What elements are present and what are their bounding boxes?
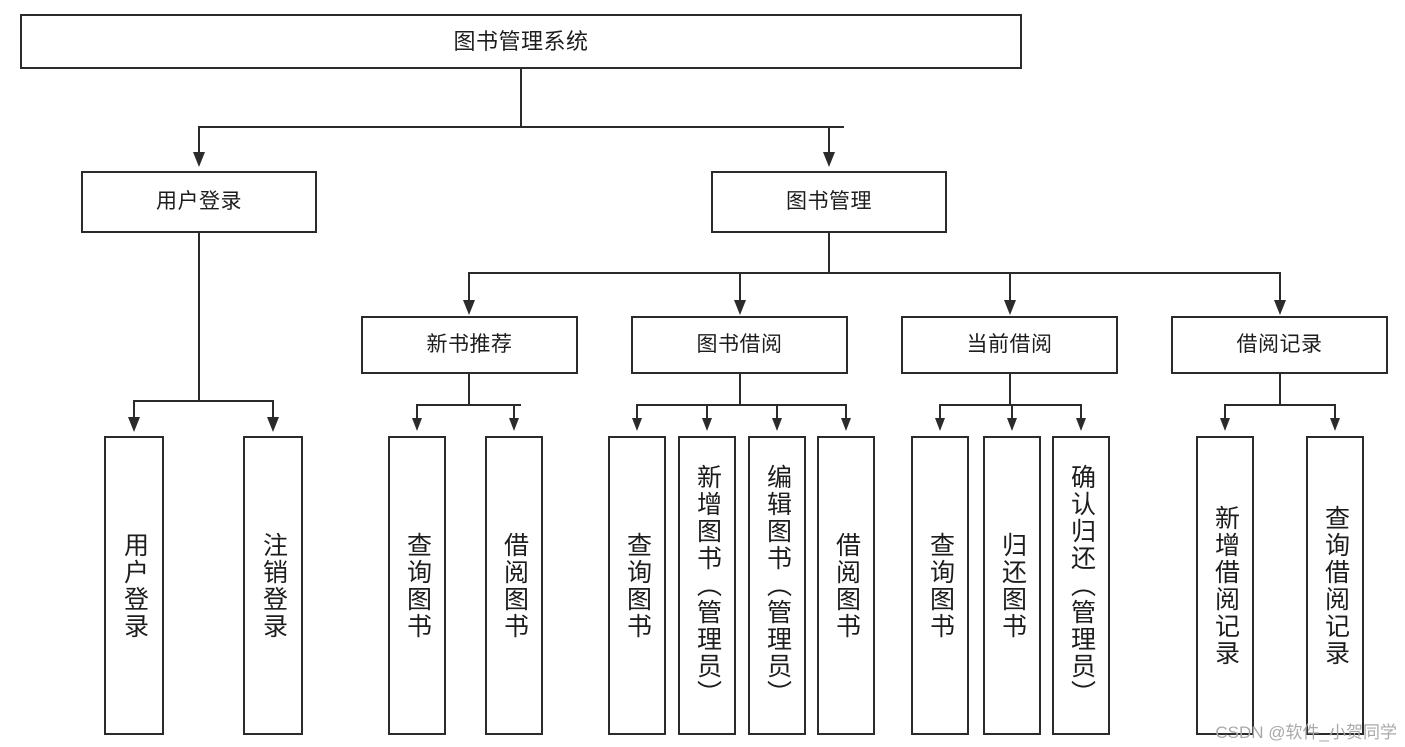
arrow-to-leaf-edit-book-admin: [772, 418, 782, 431]
node-label: 图书管理系统: [453, 28, 589, 54]
connector-root-bus: [198, 126, 844, 128]
connector-bm-drop-4: [1279, 272, 1281, 302]
connector-bm-drop-2: [739, 272, 741, 302]
arrow-to-borrow-record: [1274, 300, 1286, 315]
arrow-to-leaf-add-book-admin: [702, 418, 712, 431]
connector-currentborrow-stem: [1009, 374, 1011, 405]
connector-br-drop-1: [1224, 404, 1226, 419]
node-label: 注销登录: [259, 531, 288, 640]
connector-newbook-bus: [416, 404, 521, 406]
connector-bm-drop-3: [1009, 272, 1011, 302]
connector-bb-drop-1: [636, 404, 638, 419]
node-label: 查询借阅记录: [1321, 504, 1350, 667]
node-leaf-edit-book-admin[interactable]: 编辑图书（管理员）: [748, 436, 806, 735]
node-label: 查询图书: [403, 531, 432, 640]
arrow-to-leaf-add-borrow-record: [1220, 418, 1230, 431]
arrow-to-leaf-return-book: [1007, 418, 1017, 431]
node-label: 确认归还（管理员）: [1067, 464, 1096, 707]
node-label: 查询图书: [623, 531, 652, 640]
node-label: 新增借阅记录: [1211, 504, 1240, 667]
node-leaf-borrow-book-2[interactable]: 借阅图书: [817, 436, 875, 735]
arrow-to-leaf-query-book-1: [412, 418, 422, 431]
node-label: 当前借阅: [966, 332, 1053, 356]
node-label: 图书借阅: [696, 332, 783, 356]
node-leaf-return-book[interactable]: 归还图书: [983, 436, 1041, 735]
node-label: 借阅图书: [500, 531, 529, 640]
arrow-to-new-book-recommend: [463, 300, 475, 315]
connector-br-drop-2: [1334, 404, 1336, 419]
node-leaf-query-book-2[interactable]: 查询图书: [608, 436, 666, 735]
node-label: 借阅记录: [1236, 332, 1323, 356]
arrow-root-to-user-login: [193, 152, 205, 167]
connector-bookborrow-stem: [739, 374, 741, 405]
connector-newbook-drop-1: [416, 404, 418, 419]
connector-bb-drop-2: [706, 404, 708, 419]
connector-root-to-user-login: [198, 126, 200, 154]
connector-bb-drop-4: [845, 404, 847, 419]
node-leaf-query-borrow-record[interactable]: 查询借阅记录: [1306, 436, 1364, 735]
node-label: 图书管理: [786, 189, 872, 213]
arrow-to-leaf-query-book-3: [935, 418, 945, 431]
connector-borrowrecord-stem: [1279, 374, 1281, 405]
connector-newbook-stem: [468, 374, 470, 405]
node-current-borrow[interactable]: 当前借阅: [901, 316, 1118, 374]
csdn-watermark: CSDN @软件_小贺同学: [1215, 723, 1397, 742]
node-new-book-recommend[interactable]: 新书推荐: [361, 316, 578, 374]
node-leaf-user-logout[interactable]: 注销登录: [243, 436, 303, 735]
node-label: 用户登录: [120, 531, 149, 640]
connector-bookborrow-bus: [636, 404, 846, 406]
node-leaf-borrow-book-1[interactable]: 借阅图书: [485, 436, 543, 735]
arrow-to-current-borrow: [1004, 300, 1016, 315]
node-label: 查询图书: [926, 531, 955, 640]
node-book-management-system[interactable]: 图书管理系统: [20, 14, 1022, 69]
node-label: 新增图书（管理员）: [693, 464, 722, 707]
node-leaf-add-book-admin[interactable]: 新增图书（管理员）: [678, 436, 736, 735]
node-label: 借阅图书: [832, 531, 861, 640]
node-book-borrow[interactable]: 图书借阅: [631, 316, 848, 374]
arrow-to-leaf-user-login: [128, 417, 140, 432]
node-leaf-user-login[interactable]: 用户登录: [104, 436, 164, 735]
node-leaf-add-borrow-record[interactable]: 新增借阅记录: [1196, 436, 1254, 735]
node-label: 用户登录: [156, 189, 242, 213]
connector-bb-drop-3: [776, 404, 778, 419]
node-leaf-query-book-1[interactable]: 查询图书: [388, 436, 446, 735]
connector-user-login-drop-2: [272, 400, 274, 418]
connector-root-to-book-management: [828, 126, 830, 154]
arrow-root-to-book-management: [823, 152, 835, 167]
arrow-to-leaf-confirm-return-admin: [1076, 418, 1086, 431]
node-label: 新书推荐: [426, 332, 513, 356]
connector-newbook-drop-2: [513, 404, 515, 419]
connector-bm-drop-1: [468, 272, 470, 302]
arrow-to-leaf-borrow-book-1: [509, 418, 519, 431]
connector-book-management-stem: [828, 233, 830, 273]
node-user-login[interactable]: 用户登录: [81, 171, 317, 233]
arrow-to-leaf-query-borrow-record: [1330, 418, 1340, 431]
node-label: 归还图书: [998, 531, 1027, 640]
arrow-to-leaf-user-logout: [267, 417, 279, 432]
connector-user-login-stem: [198, 233, 200, 401]
connector-borrowrecord-bus: [1224, 404, 1335, 406]
node-leaf-confirm-return-admin[interactable]: 确认归还（管理员）: [1052, 436, 1110, 735]
connector-cb-drop-1: [939, 404, 941, 419]
arrow-to-leaf-borrow-book-2: [841, 418, 851, 431]
arrow-to-leaf-query-book-2: [632, 418, 642, 431]
connector-user-login-bus: [133, 400, 274, 402]
node-borrow-record[interactable]: 借阅记录: [1171, 316, 1388, 374]
connector-currentborrow-bus: [939, 404, 1081, 406]
connector-cb-drop-3: [1080, 404, 1082, 419]
arrow-to-book-borrow: [734, 300, 746, 315]
connector-user-login-drop-1: [133, 400, 135, 418]
connector-book-management-bus: [468, 272, 1280, 274]
node-leaf-query-book-3[interactable]: 查询图书: [911, 436, 969, 735]
node-book-management[interactable]: 图书管理: [711, 171, 947, 233]
connector-cb-drop-2: [1011, 404, 1013, 419]
connector-root-stem: [520, 69, 522, 127]
node-label: 编辑图书（管理员）: [763, 464, 792, 707]
